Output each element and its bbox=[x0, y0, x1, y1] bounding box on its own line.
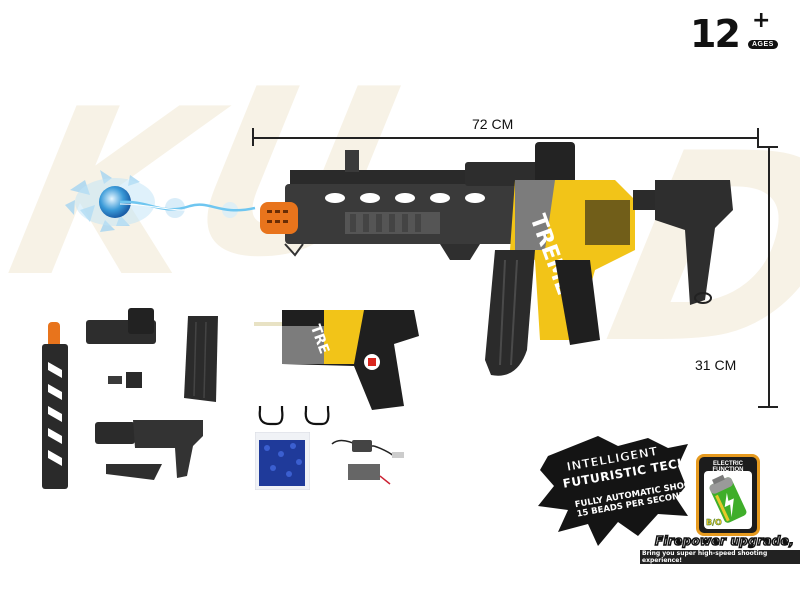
tagline-subtitle: Bring you super high-speed shooting expe… bbox=[640, 550, 800, 564]
height-label: 31 CM bbox=[695, 357, 737, 373]
height-tick-top bbox=[758, 146, 778, 148]
accessory-receiver-body: TRE bbox=[254, 310, 419, 410]
gel-blaster-rifle: TREME bbox=[260, 142, 733, 376]
accessory-magazine bbox=[184, 316, 218, 402]
accessory-front-sight bbox=[108, 372, 142, 388]
length-line bbox=[252, 137, 757, 139]
length-label: 72 CM bbox=[472, 116, 514, 132]
electric-function-badge: ELECTRIC FUNCTION B/O bbox=[696, 454, 760, 536]
age-label: AGES bbox=[748, 40, 778, 49]
height-line bbox=[768, 146, 770, 406]
feature-burst-badge bbox=[538, 436, 688, 546]
electric-function-title: ELECTRIC FUNCTION bbox=[712, 461, 744, 473]
accessory-foregrip bbox=[106, 464, 162, 480]
length-tick-right bbox=[757, 128, 759, 148]
accessory-usb-charger-battery bbox=[331, 439, 404, 485]
accessory-red-dot-sight bbox=[86, 308, 156, 344]
battery-icon-container: B/O bbox=[704, 471, 752, 529]
age-plus: + bbox=[752, 8, 771, 33]
battery-icon: B/O bbox=[706, 474, 747, 527]
accessory-sling-mounts bbox=[258, 406, 330, 426]
age-number: 12 bbox=[690, 12, 741, 56]
accessory-gel-beads-bag bbox=[255, 432, 310, 490]
accessory-handguard bbox=[42, 322, 68, 489]
length-tick-left bbox=[252, 128, 254, 146]
accessory-stock bbox=[95, 420, 203, 478]
tagline-title: Firepower upgrade, bbox=[654, 533, 794, 549]
height-tick-bottom bbox=[758, 406, 778, 408]
bo-label: B/O bbox=[706, 518, 722, 527]
gel-bead-splash-icon bbox=[65, 170, 256, 232]
